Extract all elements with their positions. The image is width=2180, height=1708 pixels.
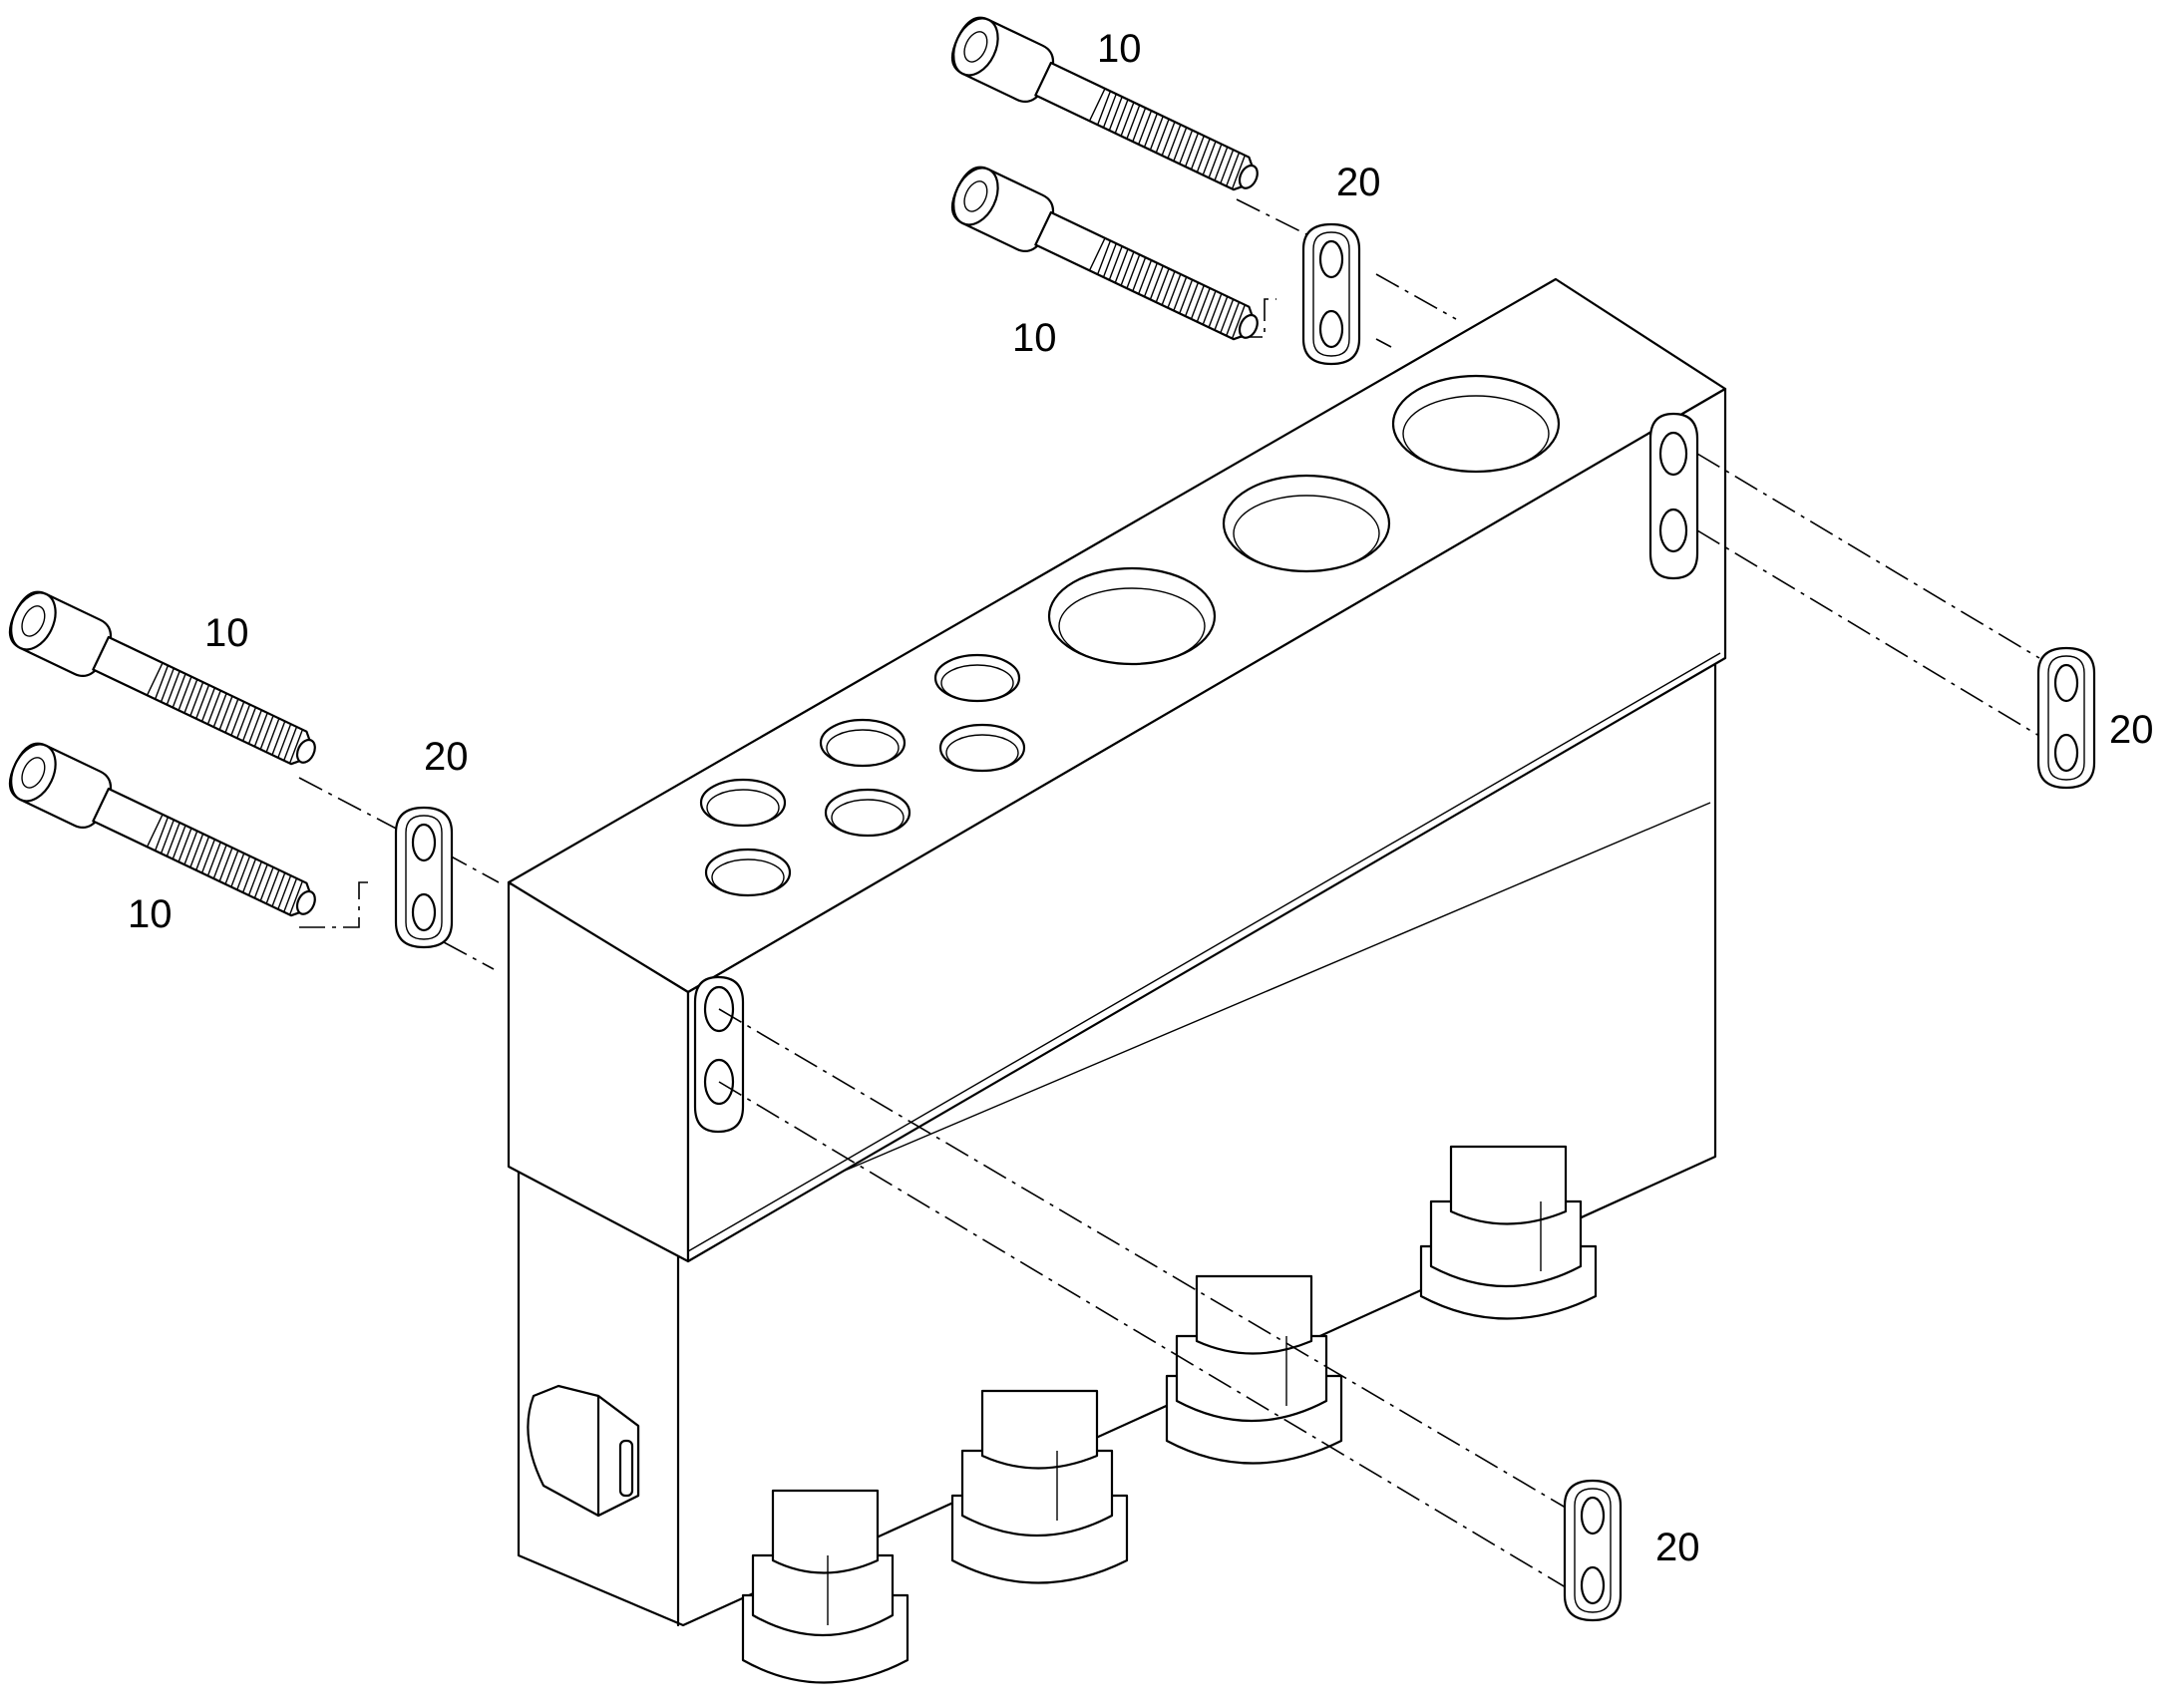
washer-bottom: [1563, 1479, 1623, 1622]
callouts: 10 10 20 20 10 10 20 20: [128, 27, 2154, 1569]
washer-right: [2036, 646, 2096, 790]
upper-manifold-block: [507, 277, 1727, 1263]
callout-bolt-top-lower: 10: [1012, 316, 1057, 360]
top-ports: [699, 374, 1561, 897]
washer-top: [1301, 222, 1361, 366]
outlet-fittings: [741, 1145, 1598, 1684]
fitting-1: [741, 1489, 909, 1684]
bolt-top-lower: [943, 160, 1271, 358]
callout-washer-left: 20: [424, 735, 469, 779]
callout-bolt-left-upper: 10: [204, 611, 249, 655]
centerlines: [298, 198, 2040, 1591]
callout-washer-top: 20: [1336, 161, 1381, 204]
washer-left: [394, 806, 454, 949]
fitting-4: [1419, 1145, 1598, 1320]
callout-washer-bottom: 20: [1655, 1526, 1700, 1569]
fitting-3: [1165, 1274, 1343, 1465]
callout-washer-right: 20: [2109, 708, 2154, 752]
callout-bolt-top-upper: 10: [1097, 27, 1142, 71]
side-plug: [527, 1384, 640, 1518]
fitting-2: [950, 1389, 1129, 1584]
callout-bolt-left-lower: 10: [128, 892, 173, 936]
